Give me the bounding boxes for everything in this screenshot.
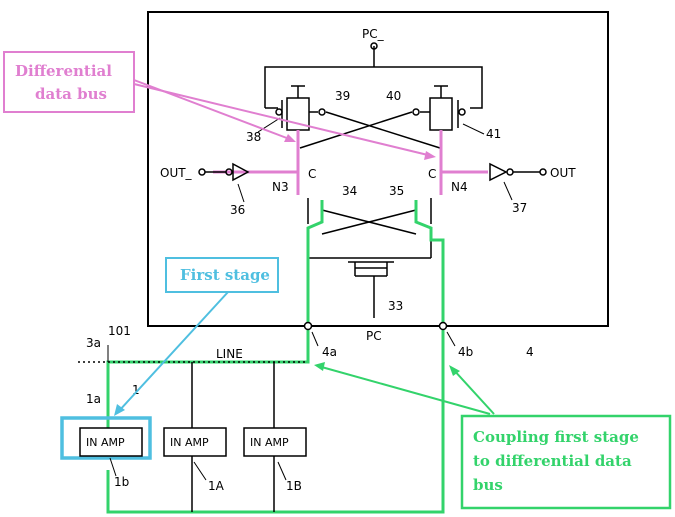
coupling-path <box>108 200 443 512</box>
ref-33: 33 <box>388 299 403 313</box>
ref-41: 41 <box>486 127 501 141</box>
node-1b-label: 1b <box>114 475 129 489</box>
pc-label: PC <box>366 329 382 343</box>
callout-coupling-line1: Coupling first stage <box>473 428 639 446</box>
terminal-4a <box>305 323 312 330</box>
in-amp-1A-label: IN AMP <box>170 436 209 449</box>
node-1A-label: 1A <box>208 479 225 493</box>
ref-39: 39 <box>335 89 350 103</box>
terminal-4b <box>440 323 447 330</box>
line-label: LINE <box>216 347 243 361</box>
callout-differential-bus: Differential data bus <box>4 52 436 160</box>
node-101-label: 101 <box>108 324 131 338</box>
callout-diff-line2: data bus <box>35 85 107 103</box>
callout-diff-line1: Differential <box>15 62 112 80</box>
n3-label: N3 <box>272 180 289 194</box>
out-bar-label: OUT_ <box>160 166 193 180</box>
ref-40: 40 <box>386 89 401 103</box>
callout-coupling-line2: to differential data <box>473 452 632 470</box>
c-left-label: C <box>308 167 316 181</box>
pmos-latch: PC_ 39 38 40 41 <box>246 27 501 148</box>
node-4b-label: 4b <box>458 345 473 359</box>
ref-36: 36 <box>230 203 245 217</box>
c-right-label: C <box>428 167 436 181</box>
cross-wire-a <box>326 112 440 148</box>
pc-bar-label: PC_ <box>362 27 385 41</box>
n4-label: N4 <box>451 180 468 194</box>
node-1a-label: 1a <box>86 392 101 406</box>
ref-38: 38 <box>246 130 261 144</box>
nmos-pair <box>308 198 431 258</box>
node-4a-label: 4a <box>322 345 337 359</box>
ref-35: 35 <box>389 184 404 198</box>
node-1B-label: 1B <box>286 479 302 493</box>
ref-34: 34 <box>342 184 357 198</box>
block-4-label: 4 <box>526 345 534 359</box>
callout-first-stage-text: First stage <box>180 266 270 284</box>
cross-wire-b <box>300 112 412 148</box>
inverter-37 <box>490 164 546 180</box>
out-label: OUT <box>550 166 576 180</box>
callout-coupling-line3: bus <box>473 476 503 494</box>
transistor-40-41 <box>413 86 465 130</box>
ref-37: 37 <box>512 201 527 215</box>
in-amp-1B-label: IN AMP <box>250 436 289 449</box>
in-amp-1-label: IN AMP <box>86 436 125 449</box>
node-3a-label: 3a <box>86 336 101 350</box>
callout-coupling: Coupling first stage to differential dat… <box>314 362 670 508</box>
